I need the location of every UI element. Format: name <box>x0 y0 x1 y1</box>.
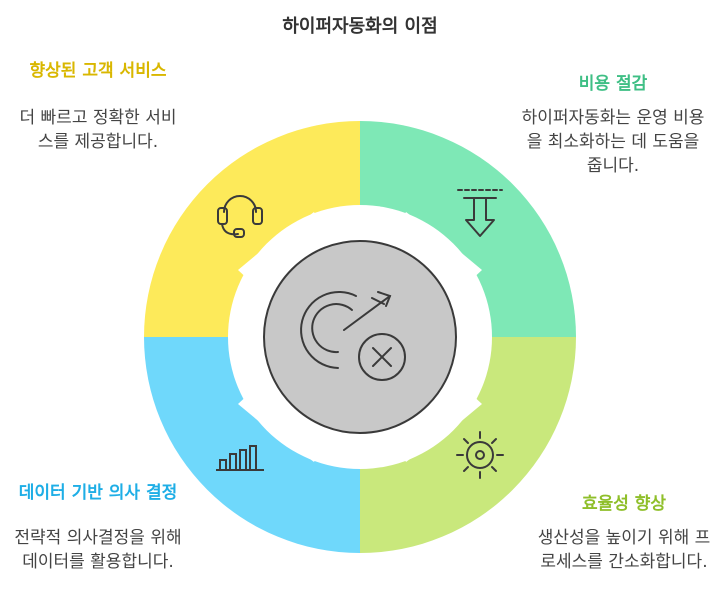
bar-chart-icon <box>216 445 264 471</box>
headset-icon <box>217 195 263 238</box>
desc-customer-service: 더 빠르고 정확한 서비스를 제공합니다. <box>19 108 177 152</box>
desc-data-decisions: 전략적 의사결정을 위해 데이터를 활용합니다. <box>14 528 182 572</box>
desc-cost-reduction: 하이퍼자동화는 운영 비용을 최소화하는 데 도움을 줍니다. <box>521 108 705 176</box>
heading-data-decisions: 데이터 기반 의사 결정 <box>18 483 178 503</box>
heading-cost-reduction: 비용 절감 <box>578 74 648 94</box>
heading-customer-service: 향상된 고객 서비스 <box>29 61 167 81</box>
gear-icon <box>456 431 504 479</box>
target-miss-icon <box>300 291 406 381</box>
center-hub <box>263 240 457 434</box>
heading-efficiency: 효율성 향상 <box>581 494 667 514</box>
diagram-title: 하이퍼자동화의 이점 <box>282 16 438 37</box>
cost-down-icon <box>457 189 503 237</box>
desc-efficiency: 생산성을 높이기 위해 프로세스를 간소화합니다. <box>537 528 711 572</box>
